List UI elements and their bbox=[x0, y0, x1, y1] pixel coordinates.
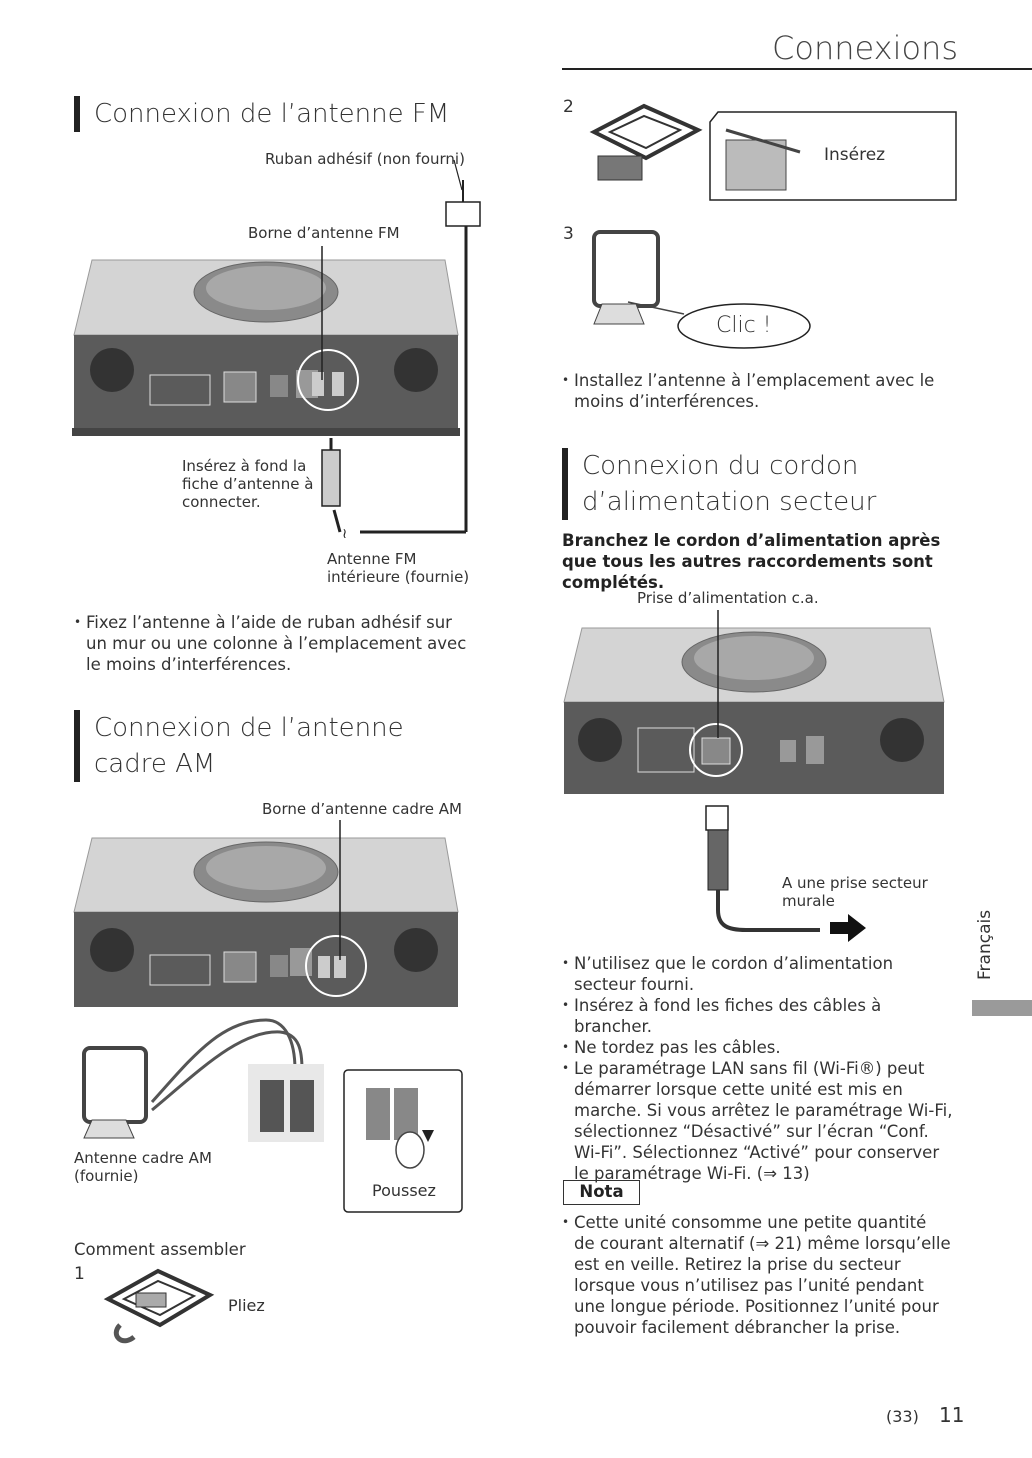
power-bullet-3: Ne tordez pas les câbles. bbox=[562, 1037, 957, 1058]
am-push-label: Poussez bbox=[372, 1181, 436, 1200]
fm-bullet-list: Fixez l’antenne à l’aide de ruban adhési… bbox=[74, 612, 474, 675]
header-rule bbox=[562, 68, 1032, 70]
fm-insert-line-2: fiche d’antenne à bbox=[182, 475, 314, 493]
fm-section-title: Connexion de l’antenne FM bbox=[74, 96, 494, 132]
power-device-illustration bbox=[563, 610, 945, 942]
side-tab-bar bbox=[972, 1000, 1032, 1016]
am-fold-label: Pliez bbox=[228, 1296, 265, 1315]
power-wall-label: A une prise secteur murale bbox=[782, 874, 928, 910]
am-assemble-title: Comment assembler bbox=[74, 1240, 246, 1259]
fm-antenna-line-1: Antenne FM bbox=[327, 550, 417, 568]
svg-text:≀: ≀ bbox=[342, 526, 347, 542]
page-number: 11 bbox=[939, 1403, 965, 1427]
am-terminal-label: Borne d’antenne cadre AM bbox=[262, 800, 462, 818]
am-step-1-number: 1 bbox=[74, 1264, 85, 1284]
footer-reference: (33) bbox=[886, 1407, 919, 1426]
step-3-number: 3 bbox=[563, 224, 574, 244]
power-socket-label: Prise d’alimentation c.a. bbox=[637, 589, 819, 607]
am-antenna-label: Antenne cadre AM (fournie) bbox=[74, 1149, 212, 1185]
am-antenna-line-1: Antenne cadre AM bbox=[74, 1149, 212, 1167]
step-3-click-label: Clic ! bbox=[716, 313, 772, 338]
note-bullet-list: Cette unité consomme une petite quantité… bbox=[562, 1212, 952, 1338]
power-bullet-list: N’utilisez que le cordon d’alimentation … bbox=[562, 953, 957, 1184]
power-section-title: Connexion du cordon d’alimentation secte… bbox=[562, 448, 892, 520]
power-bullet-1: N’utilisez que le cordon d’alimentation … bbox=[562, 953, 957, 995]
fm-insert-line-3: connecter. bbox=[182, 493, 261, 511]
fm-bullet-1: Fixez l’antenne à l’aide de ruban adhési… bbox=[74, 612, 474, 675]
power-subtitle: Branchez le cordon d’alimentation après … bbox=[562, 531, 941, 592]
fm-terminal-label: Borne d’antenne FM bbox=[248, 224, 400, 242]
power-bullet-2: Insérez à fond les fiches des câbles à b… bbox=[562, 995, 957, 1037]
note-label: Nota bbox=[563, 1180, 640, 1205]
steps-bullet-list: Installez l’antenne à l’emplacement avec… bbox=[562, 370, 942, 412]
power-bullet-4: Le paramétrage LAN sans fil (Wi-Fi®) peu… bbox=[562, 1058, 957, 1184]
step-2-illustration bbox=[589, 103, 957, 201]
fm-insert-label: Insérez à fond la fiche d’antenne à conn… bbox=[182, 457, 314, 511]
fm-antenna-label: Antenne FM intérieure (fournie) bbox=[327, 550, 469, 586]
am-antenna-line-2: (fournie) bbox=[74, 1167, 139, 1185]
am-device-illustration bbox=[73, 820, 463, 1213]
fm-antenna-line-2: intérieure (fournie) bbox=[327, 568, 470, 586]
fm-insert-line-1: Insérez à fond la bbox=[182, 457, 307, 475]
steps-bullet-1: Installez l’antenne à l’emplacement avec… bbox=[562, 370, 942, 412]
power-wall-line-2: murale bbox=[782, 892, 835, 910]
side-language-label: Français bbox=[975, 909, 995, 980]
step-2-number: 2 bbox=[563, 97, 574, 117]
fm-tape-label: Ruban adhésif (non fourni) bbox=[265, 150, 465, 168]
step-3-illustration bbox=[592, 230, 811, 349]
page-header-title: Connexions bbox=[772, 29, 958, 67]
am-fold-illustration bbox=[103, 1268, 215, 1344]
am-section-title: Connexion de l’antenne cadre AM bbox=[74, 710, 474, 782]
fm-device-illustration: ≀ bbox=[72, 159, 481, 542]
note-bullet-1: Cette unité consomme une petite quantité… bbox=[562, 1212, 952, 1338]
step-2-insert-label: Insérez bbox=[824, 145, 886, 165]
power-wall-line-1: A une prise secteur bbox=[782, 874, 928, 892]
